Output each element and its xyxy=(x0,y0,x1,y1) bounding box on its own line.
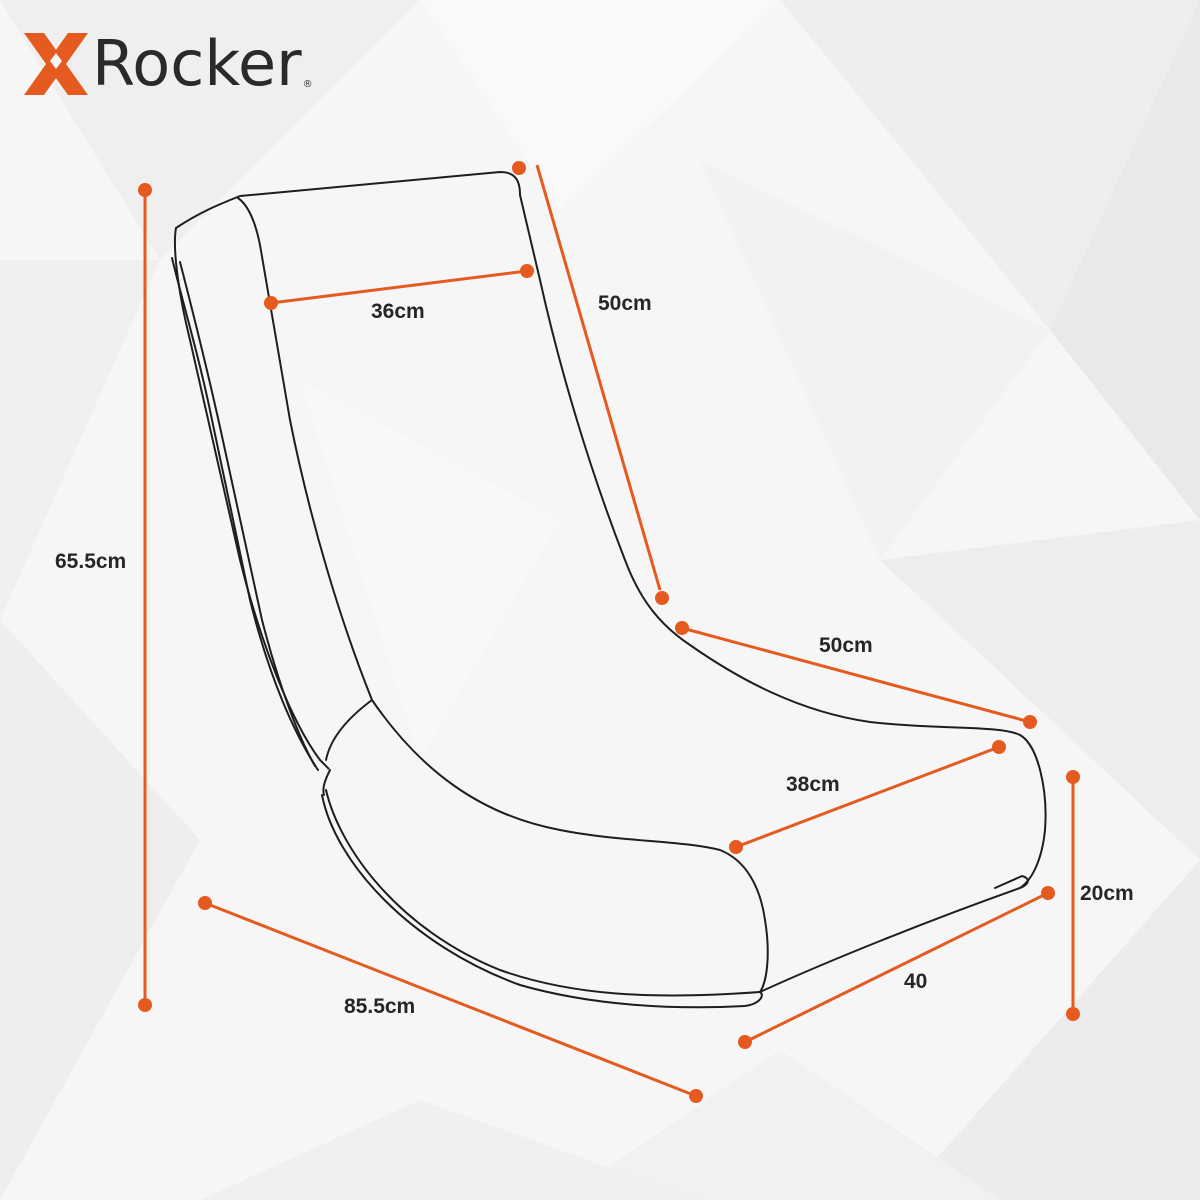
base-right-edge xyxy=(759,875,1029,993)
label-seat-length: 50cm xyxy=(819,634,873,657)
dim-dot xyxy=(1066,1007,1080,1021)
dimension-lines xyxy=(138,161,1080,1103)
dim-line-seat-length xyxy=(681,626,1031,724)
logo-x-mark xyxy=(24,33,88,95)
dim-dot xyxy=(1023,715,1037,729)
dim-line-back-length xyxy=(535,164,662,591)
dim-dot xyxy=(675,621,689,635)
dim-line-base-width xyxy=(744,891,1049,1044)
dim-dot xyxy=(512,161,526,175)
backrest-outline xyxy=(175,171,1047,889)
dim-dot xyxy=(655,591,669,605)
dim-dot xyxy=(1041,886,1055,900)
logo-wordmark: Rocker xyxy=(92,27,302,100)
seat-rear-edge xyxy=(322,769,331,796)
dim-dot xyxy=(1066,770,1080,784)
label-headrest-width: 36cm xyxy=(371,300,425,323)
label-base-width: 40 xyxy=(904,970,928,993)
label-overall-height: 65.5cm xyxy=(55,550,127,573)
backrest-inner-edge xyxy=(237,197,373,701)
dim-line-overall-length xyxy=(204,901,697,1098)
dim-dot xyxy=(992,740,1006,754)
seat-front-panel xyxy=(325,789,761,997)
seat-top-curve xyxy=(371,699,769,993)
label-overall-length: 85.5cm xyxy=(344,995,416,1018)
dim-dot xyxy=(738,1035,752,1049)
registered-mark: ® xyxy=(302,79,313,90)
label-base-height: 20cm xyxy=(1080,882,1134,905)
dim-dot xyxy=(264,296,278,310)
dim-dot xyxy=(729,840,743,854)
dim-dot xyxy=(520,264,534,278)
dim-line-seat-width xyxy=(735,745,1000,849)
back-side-shadow xyxy=(179,261,316,767)
dim-line-headrest-width xyxy=(270,269,528,305)
label-back-length: 50cm xyxy=(598,292,652,315)
label-seat-width: 38cm xyxy=(786,773,840,796)
dim-dot xyxy=(138,183,152,197)
backrest-side-panel xyxy=(173,227,330,770)
seat-bottom-lip xyxy=(321,794,763,1009)
dim-dot xyxy=(689,1089,703,1103)
dim-dot xyxy=(138,998,152,1012)
dim-dot xyxy=(198,896,212,910)
side-panel-outer xyxy=(171,257,319,771)
seat-front-edge xyxy=(325,699,373,761)
xrocker-logo: Rocker ® xyxy=(22,24,313,104)
chair-outline xyxy=(171,171,1047,1009)
